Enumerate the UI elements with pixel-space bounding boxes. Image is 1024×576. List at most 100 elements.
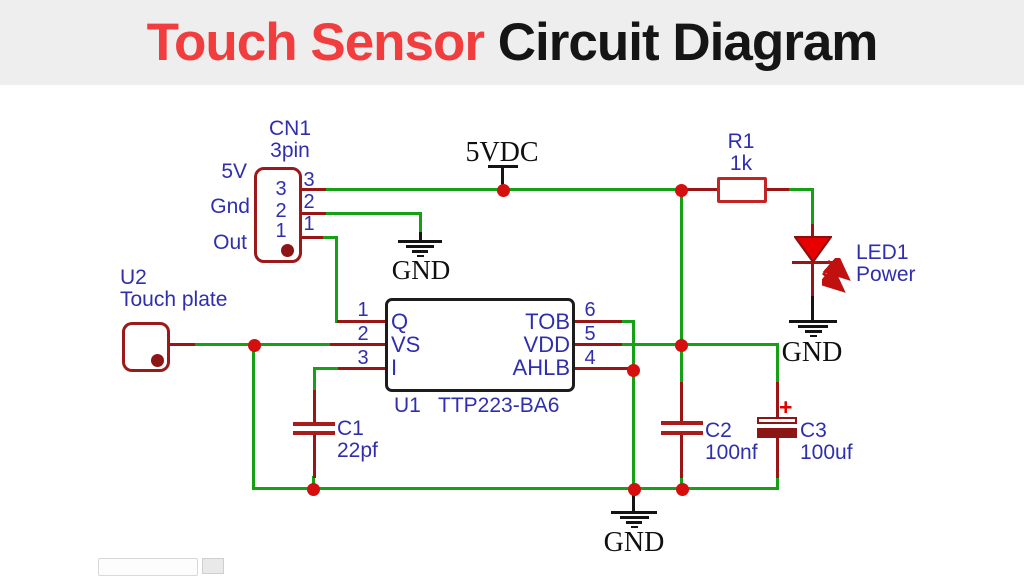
- power-rail-label: 5VDC: [465, 137, 539, 168]
- cn1-pin1-mark: [281, 244, 294, 257]
- wire-out-v: [335, 236, 338, 323]
- c3-top-lead: [776, 382, 779, 419]
- u1-pin-ahlb: AHLB: [512, 355, 570, 380]
- page-title-red: Touch Sensor: [146, 13, 485, 72]
- touch-plate-stub: [170, 343, 195, 346]
- led-anode-lead: [811, 224, 814, 240]
- u1-pin-vdd: VDD: [523, 332, 570, 357]
- led-cathode-bar: [792, 261, 834, 264]
- u1-pin-num-3: 3: [357, 347, 369, 369]
- u1-pin-num-4: 4: [584, 347, 596, 369]
- cn1-label-gnd: Gnd: [210, 195, 250, 218]
- u1-q-stub: [337, 320, 385, 323]
- led1-ref: LED1: [856, 241, 909, 264]
- cn1-pin3-stub: [302, 188, 326, 191]
- led1-name: Power: [856, 263, 916, 286]
- cn1-connector-body: [254, 167, 302, 263]
- gnd-symbol-bottom: [611, 511, 657, 528]
- gnd-symbol-1: [398, 240, 442, 257]
- u1-pin-q: Q: [391, 309, 409, 334]
- cn1-label-5v: 5V: [221, 160, 247, 183]
- u1-pin-num-6: 6: [584, 299, 596, 321]
- led-light-arrows-icon: [822, 258, 851, 293]
- title-banner: Touch Sensor Circuit Diagram: [0, 0, 1024, 85]
- wire-c3-top: [776, 345, 779, 384]
- cn1-subtitle: 3pin: [270, 139, 310, 162]
- c2-top-lead: [680, 382, 683, 424]
- led-triangle: [794, 236, 832, 263]
- wire-i-pin-h: [314, 367, 340, 370]
- u1-ref: U1: [394, 394, 421, 417]
- r1-value: 1k: [729, 152, 753, 175]
- cn1-inner-pin-1: 1: [275, 220, 287, 242]
- u1-tob-stub: [575, 320, 622, 323]
- u1-pin-vs: VS: [391, 332, 421, 357]
- c2-plate-top: [661, 421, 703, 425]
- cn1-outer-pin-2: 2: [303, 191, 315, 213]
- c3-plate-bottom: [757, 428, 797, 438]
- u1-pin-i: I: [391, 355, 398, 380]
- c3-value: 100uf: [800, 441, 853, 464]
- r1-ref: R1: [727, 130, 755, 153]
- junction-ahlb: [627, 364, 640, 377]
- c2-plate-bottom: [661, 431, 703, 435]
- gnd1-stem: [419, 232, 422, 241]
- page-title-black: Circuit Diagram: [497, 13, 879, 72]
- c2-bottom-lead: [680, 435, 683, 478]
- wire-touch-h: [195, 343, 333, 346]
- gnd-symbol-led: [789, 320, 837, 337]
- wire-vdd-left: [622, 343, 682, 346]
- c3-plate-top: [757, 417, 797, 424]
- u2-name: Touch plate: [120, 288, 228, 311]
- c1-plate-top: [293, 422, 335, 426]
- wire-rail-to-vdd: [680, 190, 683, 345]
- junction-vdd: [675, 339, 688, 352]
- cn1-outer-pin-3: 3: [303, 169, 315, 191]
- wire-touch-down-v: [252, 343, 255, 490]
- u1-i-stub: [338, 367, 385, 370]
- wire-out-h: [321, 236, 338, 239]
- r1-resistor-body: [717, 177, 767, 203]
- c1-ref: C1: [337, 417, 364, 440]
- bottom-ui-fragment-field[interactable]: [98, 558, 198, 576]
- cn1-pin2-stub: [302, 212, 326, 215]
- bottom-ui-fragment-button[interactable]: [202, 558, 224, 574]
- r1-left-lead: [683, 188, 717, 191]
- c1-value: 22pf: [337, 439, 378, 462]
- title-space: [484, 16, 498, 69]
- gnd-led-label: GND: [781, 337, 843, 368]
- c1-plate-bottom: [293, 431, 335, 435]
- junction-c1-rail: [307, 483, 320, 496]
- wire-cn1-gnd-v: [419, 212, 422, 234]
- gnd-bottom-label: GND: [603, 527, 665, 558]
- junction-gnd-rail: [628, 483, 641, 496]
- cn1-inner-pin-3: 3: [275, 178, 287, 200]
- wire-bottom-rail: [252, 487, 779, 490]
- c2-value: 100nf: [705, 441, 758, 464]
- c2-ref: C2: [705, 419, 732, 442]
- wire-led-anode-v: [811, 190, 814, 226]
- r1-right-lead: [767, 188, 789, 191]
- junction-5vdc: [497, 184, 510, 197]
- u2-touch-plate-body: [122, 322, 170, 372]
- power-symbol-stem: [501, 165, 504, 190]
- junction-c2-rail: [676, 483, 689, 496]
- cn1-ref: CN1: [268, 117, 311, 140]
- gnd3-stem: [632, 489, 635, 512]
- cn1-label-out: Out: [213, 231, 247, 254]
- cn1-outer-pin-1: 1: [303, 213, 315, 235]
- wire-cn1-gnd-h: [326, 212, 422, 215]
- u1-pin-tob: TOB: [525, 309, 570, 334]
- junction-rail-r1: [675, 184, 688, 197]
- u1-pin-num-1: 1: [357, 299, 369, 321]
- u1-vdd-stub: [575, 343, 622, 346]
- junction-touch: [248, 339, 261, 352]
- wire-c2-top: [680, 345, 683, 384]
- wire-c1-bottom: [312, 476, 315, 489]
- c3-polarity-mark: +: [779, 394, 793, 420]
- c3-bottom-lead: [776, 438, 779, 478]
- wire-vdd-right: [682, 343, 779, 346]
- u2-ref: U2: [120, 266, 147, 289]
- wire-r1-to-led: [789, 188, 814, 191]
